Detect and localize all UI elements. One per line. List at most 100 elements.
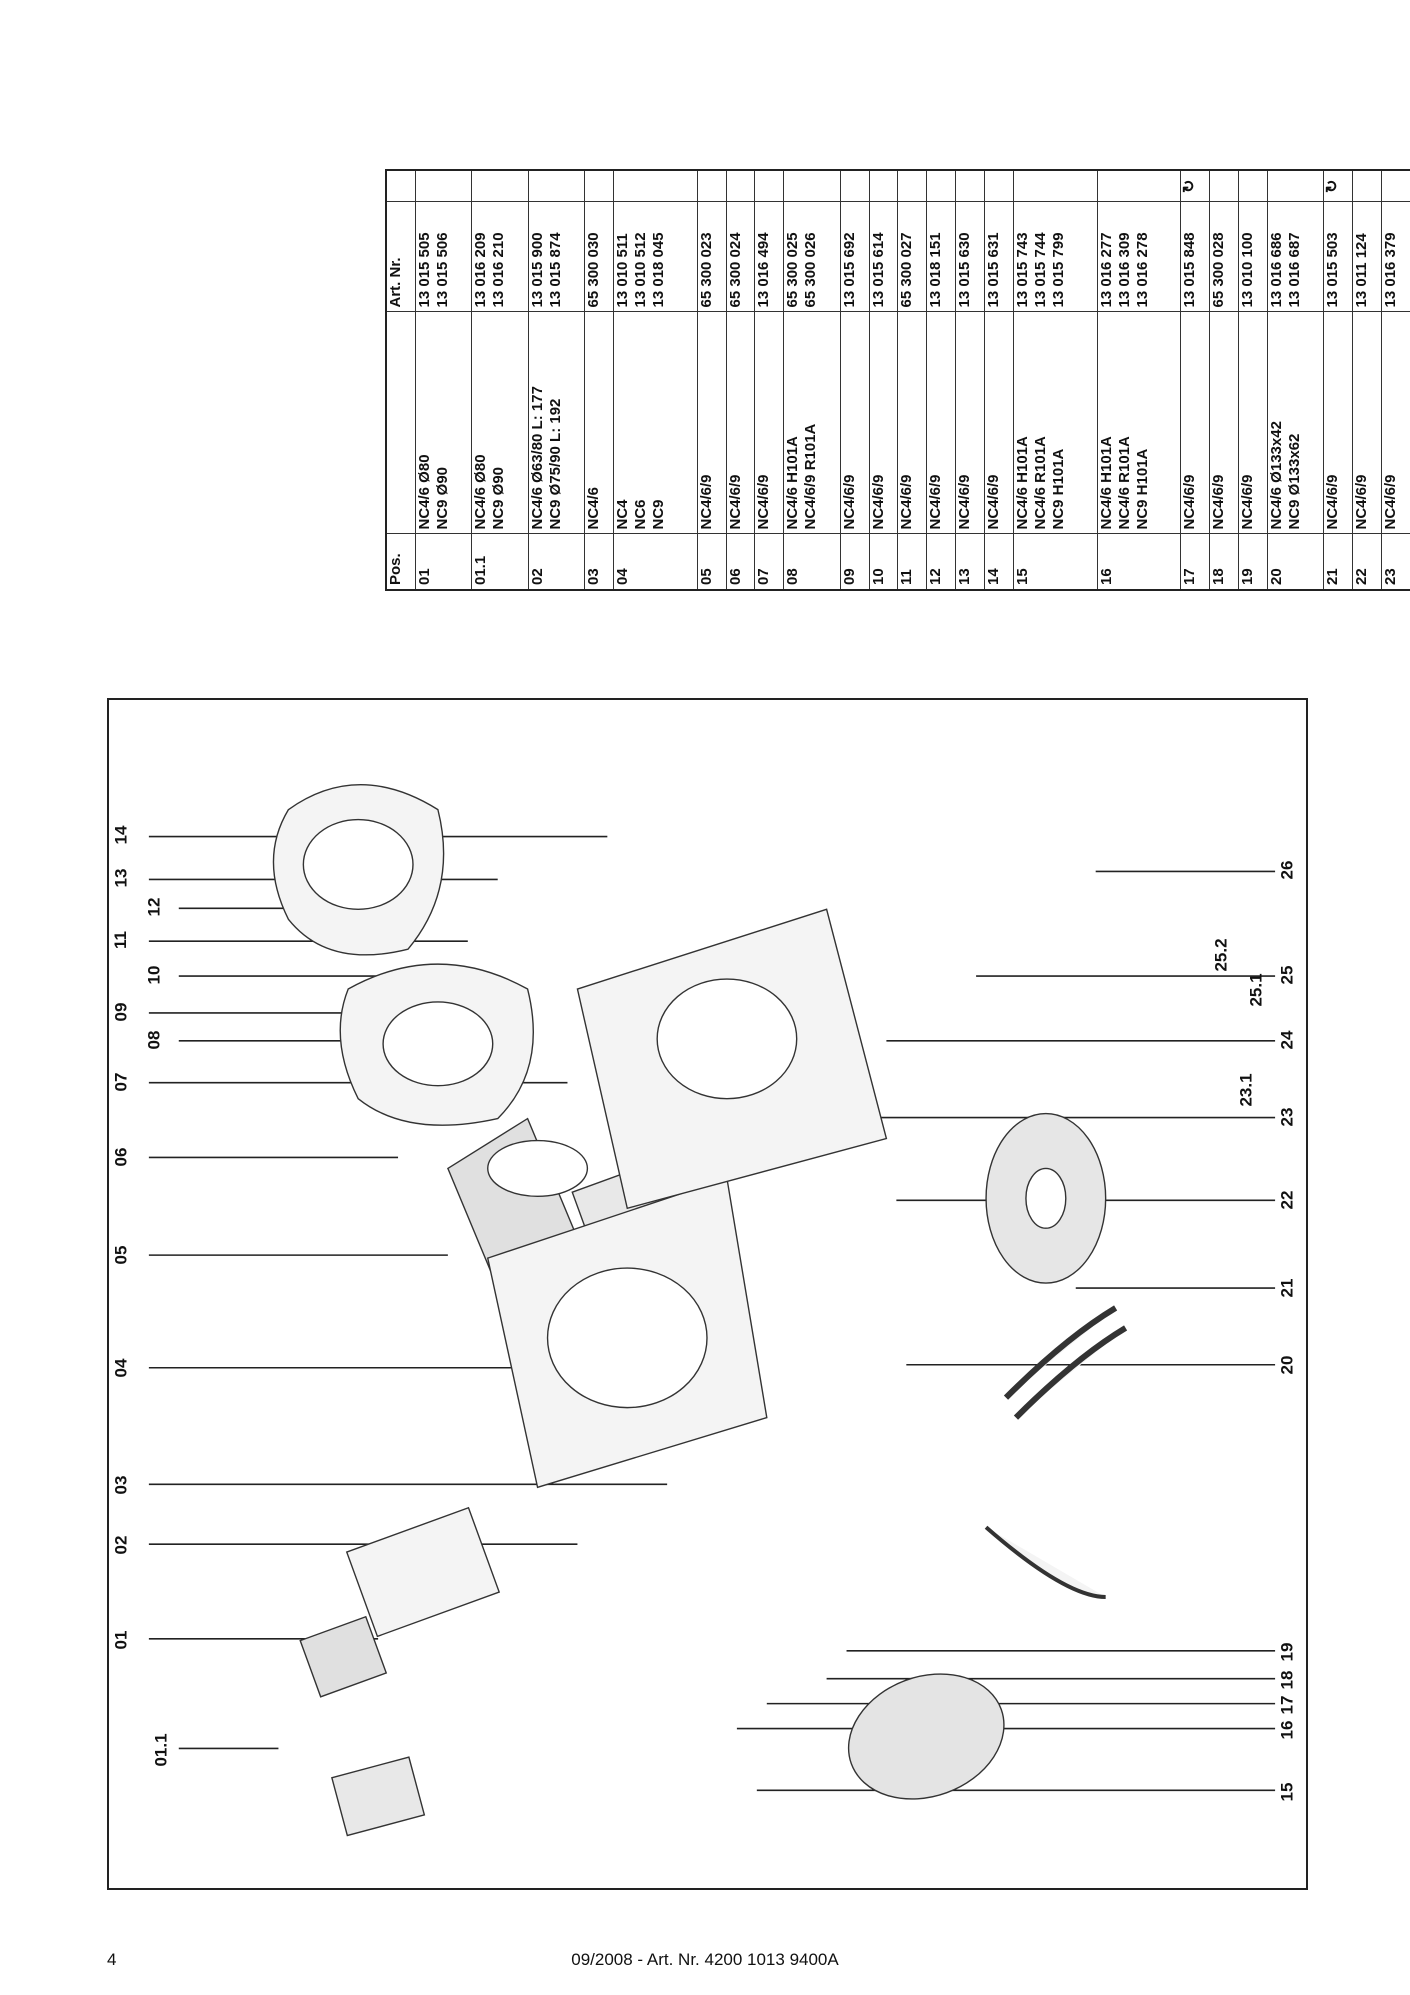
part-blast-tube-end [487, 1139, 589, 1198]
parts-desc-line: NC9 Ø90 [434, 466, 452, 530]
part-plate-opening [656, 978, 798, 1100]
callout-top-7: 09 [111, 1002, 131, 1022]
parts-pos: 03 [584, 534, 614, 590]
callout-bottom_inner-2: 25.2 [1211, 938, 1231, 972]
parts-art: 65 300 023 [697, 202, 727, 312]
parts-pos: 23 [1381, 534, 1410, 590]
parts-desc: NC4/6/9 [1352, 312, 1382, 534]
parts-desc-line: NC4/6/9 [1353, 474, 1371, 530]
parts-desc-line: NC4/6 H101A [1097, 436, 1115, 530]
header-desc [386, 312, 416, 534]
parts-art-line: 13 015 630 [956, 232, 974, 308]
parts-art: 13 018 151 [926, 202, 956, 312]
replace-mark-icon [613, 170, 698, 202]
parts-desc-line: NC4/6 Ø80 [416, 454, 434, 530]
parts-art: 13 011 124 [1352, 202, 1382, 312]
parts-art-line: 13 018 045 [649, 232, 667, 308]
replace-mark-icon [415, 170, 472, 202]
part-control-box [299, 1615, 388, 1698]
callout-bottom-6: 21 [1277, 1278, 1297, 1298]
parts-desc: NC4/6/9 [840, 312, 870, 534]
parts-art: 13 015 692 [840, 202, 870, 312]
parts-pos: 12 [926, 534, 956, 590]
parts-desc: NC4/6/9 [897, 312, 927, 534]
parts-pos: 19 [1238, 534, 1268, 590]
parts-pos: 18 [1209, 534, 1239, 590]
parts-desc-line: NC4/6/9 R101A [802, 423, 820, 530]
callout-bottom-3: 18 [1277, 1670, 1297, 1690]
parts-desc: NC4/6/9 [1238, 312, 1268, 534]
parts-pos: 16 [1097, 534, 1181, 590]
parts-art-line: 65 300 030 [585, 232, 603, 308]
parts-desc-line: NC4/6/9 [927, 474, 945, 530]
replace-mark-icon [1267, 170, 1324, 202]
parts-art-line: 13 015 614 [869, 232, 887, 308]
parts-desc-line: NC4/6 Ø63/80 L: 177 [528, 386, 546, 530]
part-oil-line [984, 1525, 1106, 1599]
parts-art-line: 13 015 506 [434, 232, 452, 308]
parts-desc: NC4/6/9 [1381, 312, 1410, 534]
replace-mark-icon [840, 170, 870, 202]
parts-art-line: 13 010 100 [1239, 232, 1257, 308]
parts-art-line: 13 018 151 [927, 232, 945, 308]
replace-mark-icon [1352, 170, 1382, 202]
parts-desc-line: NC9 [649, 499, 667, 530]
replace-mark-icon [1381, 170, 1410, 202]
parts-art-line: 13 015 900 [528, 232, 546, 308]
callout-bottom-5: 20 [1277, 1355, 1297, 1375]
exploded-view-svg [148, 784, 1276, 1887]
parts-art-line: 13 016 494 [755, 232, 773, 308]
parts-pos: 08 [783, 534, 841, 590]
parts-desc-line: NC9 H101A [1133, 448, 1151, 530]
parts-desc-line: NC6 [631, 499, 649, 530]
callout-top-2: 03 [111, 1475, 131, 1495]
parts-desc-line: NC4/6 R101A [1115, 436, 1133, 530]
parts-pos: 10 [869, 534, 898, 590]
replace-mark-icon: ↻ [1323, 170, 1353, 202]
parts-desc-line: NC4/6/9 [1181, 474, 1199, 530]
replace-mark-icon [869, 170, 898, 202]
part-sketches [272, 784, 1128, 1887]
parts-desc-line: NC4/6 Ø80 [472, 454, 490, 530]
parts-art: 13 016 379 [1381, 202, 1410, 312]
replace-mark-icon: ↻ [1180, 170, 1210, 202]
parts-desc-line: NC4/6/9 [898, 474, 916, 530]
page-number: 4 [107, 1950, 117, 1969]
callout-top-10: 14 [111, 825, 131, 845]
callout-bottom-8: 23 [1277, 1107, 1297, 1127]
parts-art-line: 13 010 512 [631, 232, 649, 308]
parts-desc: NC4/6/9 [869, 312, 898, 534]
replace-mark-icon [754, 170, 784, 202]
replace-mark-icon [1209, 170, 1239, 202]
parts-desc-line: NC4/6 [585, 486, 603, 530]
replace-mark-icon [783, 170, 841, 202]
parts-art-line: 13 015 874 [546, 232, 564, 308]
callout-top_inner-2: 10 [144, 965, 164, 985]
parts-pos: 01.1 [471, 534, 529, 590]
parts-pos: 02 [528, 534, 585, 590]
parts-art-line: 65 300 028 [1210, 232, 1228, 308]
parts-desc: NC4/6/9 [984, 312, 1014, 534]
parts-art-line: 13 015 848 [1181, 232, 1199, 308]
parts-art-line: 13 016 277 [1097, 232, 1115, 308]
part-control-unit [345, 1506, 501, 1638]
callout-top_inner-1: 08 [144, 1030, 164, 1050]
parts-desc-line: NC4/6 Ø133x42 [1268, 421, 1286, 530]
